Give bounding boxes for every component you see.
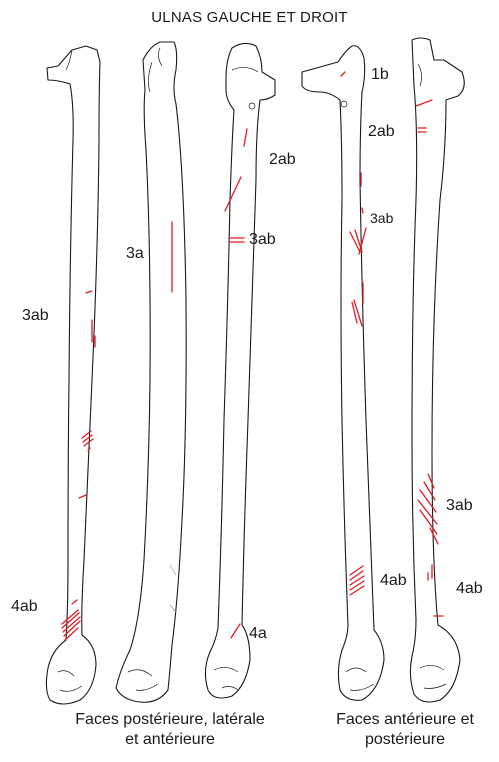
cut-marks-bone-5 [415,99,444,617]
ulna-anterior-view-left [204,42,276,699]
label-bone4-2ab: 2ab [368,123,395,140]
caption-right-line-2: postérieure [364,731,446,748]
label-bone2-3a: 3a [126,245,144,262]
cut-marks-bone-1 [61,290,96,641]
label-bone5-4ab: 4ab [456,580,483,597]
label-bone3-2ab: 2ab [269,151,296,168]
ulna-posterior-view [45,45,101,705]
label-bone4-1b: 1b [371,66,389,83]
caption-left-line-1: Faces postérieure, latérale [75,711,265,728]
label-bone1-4ab: 4ab [11,598,38,615]
label-bone1-3ab: 3ab [22,307,49,324]
label-bone3-4a: 4a [249,625,267,642]
ulna-lateral-view [115,41,187,703]
ulna-anterior-view-right [301,45,385,701]
caption-right-line-1: Faces antérieure et [336,711,474,728]
cut-marks-bone-4 [340,71,367,596]
ulna-posterior-view-right [409,37,465,703]
label-bone3-3ab: 3ab [249,231,276,248]
label-bone4-4ab: 4ab [380,572,407,589]
caption-right-group: Faces antérieure et postérieure [315,710,495,750]
cut-marks-bone-3 [224,128,248,639]
figure-title: ULNAS GAUCHE ET DROIT [151,9,348,26]
caption-left-group: Faces postérieure, latérale et antérieur… [40,710,300,750]
caption-left-line-2: et antérieure [125,731,215,748]
label-bone5-3ab: 3ab [446,497,473,514]
label-bone4-3ab: 3ab [370,210,394,226]
